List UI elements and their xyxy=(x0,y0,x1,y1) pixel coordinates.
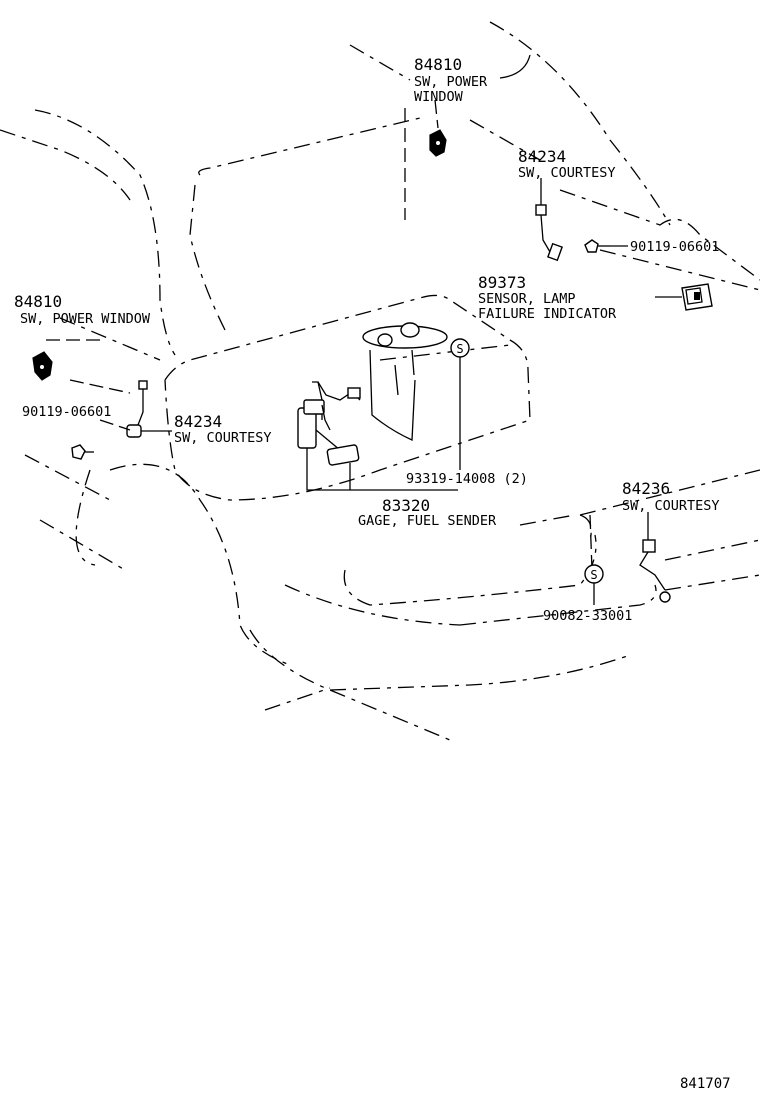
part-name: SW, COURTESY xyxy=(622,498,720,514)
part-number: 89373 xyxy=(478,273,526,292)
callout-fuel-sender: 83320 GAGE, FUEL SENDER xyxy=(358,496,497,529)
callout-screw-left: 90119-06601 xyxy=(22,404,111,420)
part-number: 84810 xyxy=(14,292,62,311)
fuel-tank xyxy=(362,322,448,441)
courtesy-switch-top-icon xyxy=(535,204,563,262)
callout-pw-left: 84810 SW, POWER WINDOW xyxy=(14,292,151,327)
screw-left-icon xyxy=(71,444,94,460)
part-number: 90119-06601 xyxy=(22,404,111,420)
part-name: GAGE, FUEL SENDER xyxy=(358,513,497,529)
callout-courtesy-top: 84234 SW, COURTESY xyxy=(518,147,616,181)
courtesy-switch-left-icon xyxy=(126,380,148,438)
part-number: 93319-14008 (2) xyxy=(406,471,528,487)
screw-top-icon xyxy=(584,239,610,253)
supply-marker-rear: S xyxy=(584,564,604,584)
part-number: 90082-33001 xyxy=(543,608,632,624)
callout-screw-top: 90119-06601 xyxy=(630,239,719,255)
part-number: 84234 xyxy=(174,412,222,431)
callout-pw-top: 84810 SW, POWER WINDOW xyxy=(414,55,488,105)
callout-courtesy-rear: 84236 SW, COURTESY xyxy=(622,479,720,514)
part-number: 84236 xyxy=(622,479,670,498)
body-outline xyxy=(0,21,760,741)
diagram-reference-number: 841707 xyxy=(680,1076,731,1092)
part-name: SW, POWER WINDOW xyxy=(20,311,151,327)
part-number: 90119-06601 xyxy=(630,239,719,255)
part-name: SW, POWER xyxy=(414,74,488,90)
part-name: SENSOR, LAMP xyxy=(478,291,576,307)
fuel-sender-gage-icon xyxy=(297,381,361,466)
part-name: SW, COURTESY xyxy=(518,165,616,181)
power-window-switch-left-icon xyxy=(32,351,53,381)
svg-text:S: S xyxy=(456,342,463,356)
power-window-switch-top-icon xyxy=(429,129,447,157)
callout-sensor-lamp: 89373 SENSOR, LAMP FAILURE INDICATOR xyxy=(478,273,617,322)
part-name: FAILURE INDICATOR xyxy=(478,306,617,322)
svg-text:S: S xyxy=(590,568,597,582)
callout-courtesy-left: 84234 SW, COURTESY xyxy=(174,412,272,446)
courtesy-switch-rear-icon xyxy=(639,539,671,603)
callout-gasket-rear: 90082-33001 xyxy=(543,608,632,624)
supply-marker-tank: S xyxy=(450,338,470,358)
part-number: 83320 xyxy=(382,496,430,515)
leader-lines xyxy=(40,54,682,605)
callout-gasket-tank: 93319-14008 (2) xyxy=(406,471,528,487)
lamp-sensor-icon xyxy=(681,283,713,311)
part-number: 84810 xyxy=(414,55,462,74)
part-name: WINDOW xyxy=(414,89,464,105)
part-number: 84234 xyxy=(518,147,566,166)
part-name: SW, COURTESY xyxy=(174,430,272,446)
